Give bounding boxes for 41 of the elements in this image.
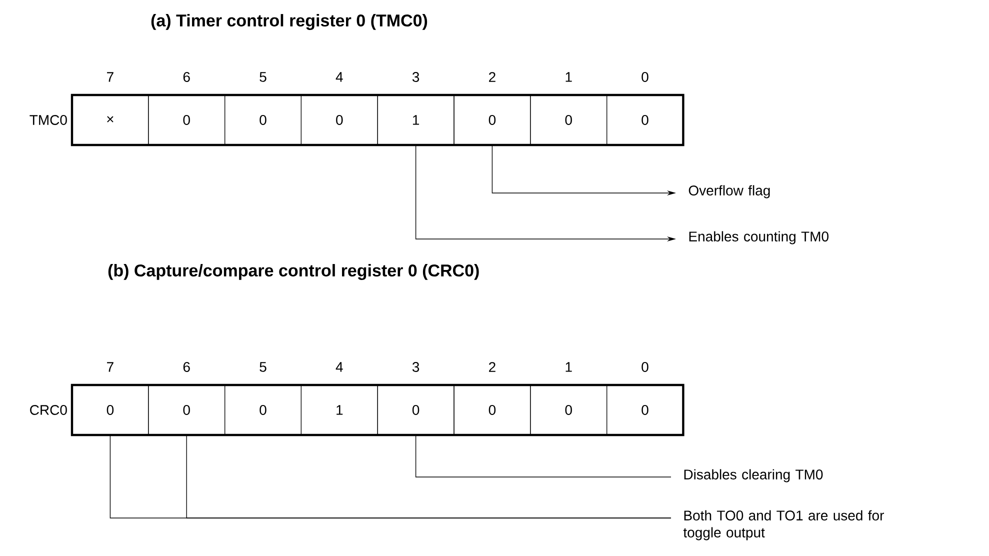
bit-number: 0	[642, 72, 648, 82]
bit-cell: 0	[300, 94, 378, 146]
description-text: Overflow flag	[688, 185, 770, 198]
bit-number: 1	[566, 362, 572, 372]
node-label: TMC0	[30, 115, 67, 125]
bit-cell: ×	[72, 94, 149, 146]
bit-number: 3	[412, 72, 420, 82]
bit-number: 6	[183, 362, 190, 372]
bit-number: 1	[566, 72, 572, 82]
bit-cell: 0	[454, 384, 531, 436]
description-text: Disables clearing TM0	[684, 469, 823, 482]
bit-number: 2	[489, 72, 496, 82]
bit-cell: 0	[72, 384, 149, 436]
node-label: CRC0	[30, 405, 67, 415]
bit-cell: 0	[224, 384, 302, 436]
bit-number: 7	[107, 72, 114, 82]
bit-cell: 1	[300, 384, 378, 436]
bit-cell: 0	[606, 384, 684, 436]
leader-line	[415, 434, 672, 478]
description-text: Both TO0 and TO1 are used for toggle output	[683, 510, 884, 540]
bit-cell: 0	[530, 384, 608, 436]
bit-cell: 0	[224, 94, 302, 146]
bit-cell: 0	[148, 94, 226, 146]
bit-number: 3	[412, 362, 420, 372]
bit-number: 6	[183, 72, 190, 82]
bit-cell: 1	[377, 94, 454, 146]
bit-cell: 0	[530, 94, 608, 146]
description-text: Enables counting TM0	[689, 231, 828, 244]
bit-number: 4	[336, 362, 343, 372]
bit-number: 5	[260, 362, 266, 372]
bit-cell: 0	[377, 384, 454, 436]
bit-number: 5	[260, 72, 266, 82]
bit-cell: 0	[606, 94, 684, 146]
section-heading: (a) Timer control register 0 (TMC0)	[151, 14, 428, 30]
bit-number: 2	[489, 362, 496, 372]
bit-number: 0	[642, 362, 648, 372]
bit-number: 4	[336, 72, 343, 82]
bit-cell: 0	[148, 384, 226, 436]
bit-number: 7	[107, 362, 114, 372]
bit-cell: 0	[454, 94, 531, 146]
section-heading: (b) Capture/compare control register 0 (CRC0)	[108, 264, 479, 280]
